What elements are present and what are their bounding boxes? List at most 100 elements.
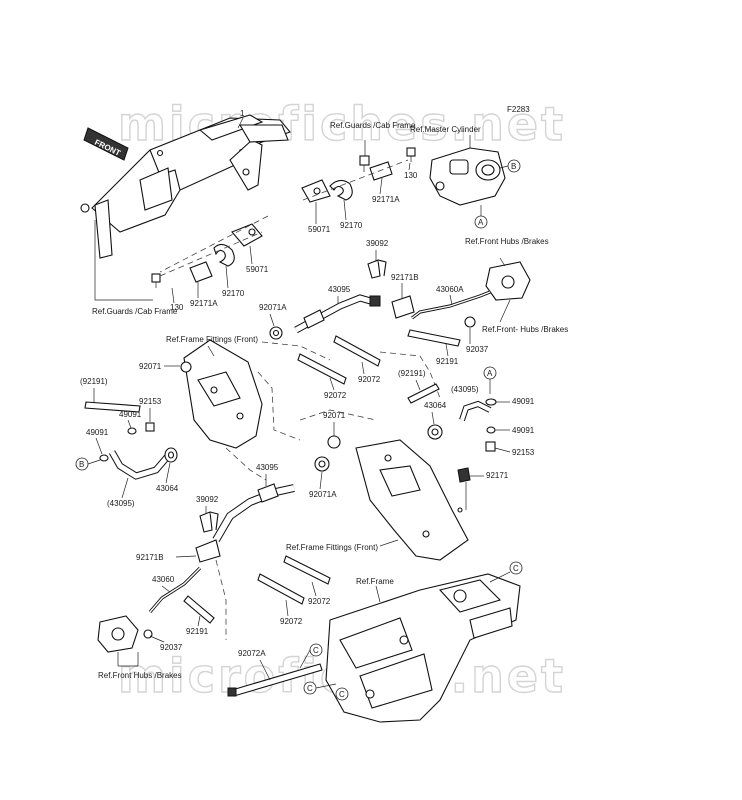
bolt-92037-top [464, 316, 476, 328]
plate-92171A-top [369, 161, 393, 181]
hose-43095-top [294, 294, 381, 334]
label-92037-top: 92037 [466, 345, 489, 354]
label-92191-right: (92191) [398, 369, 426, 378]
label-43064-left: 43064 [156, 484, 179, 493]
hose-43060-lower [148, 566, 202, 614]
label-43064-right: 43064 [424, 401, 447, 410]
label-92071-left: 92071 [139, 362, 162, 371]
union-92153-left [145, 422, 155, 432]
ref-front-hubs-brakes-b: Ref.Front- Hubs /Brakes [482, 325, 568, 334]
clip-39092-lower [199, 511, 219, 533]
sleeve-92191-right [407, 383, 440, 404]
label-92071A-top: 92071A [259, 303, 287, 312]
bolt-130-left [151, 273, 161, 288]
callout-c-bottom-label: C [339, 690, 345, 699]
label-130-right: 130 [404, 171, 418, 180]
label-49091-b: 49091 [86, 428, 109, 437]
washer-49091-d [486, 426, 496, 434]
label-49091-c: 49091 [512, 397, 535, 406]
grommet-92071-center [327, 435, 341, 449]
label-59071-top: 59071 [308, 225, 331, 234]
label-92072-d: 92072 [280, 617, 303, 626]
callout-c-right [509, 561, 523, 575]
label-92171-right: 92171 [486, 471, 509, 480]
bolt-92037-lower [143, 629, 153, 639]
label-92191-lower: 92191 [186, 627, 209, 636]
label-43060-lower: 43060 [152, 575, 175, 584]
callout-b-top-label: B [511, 162, 516, 171]
label-43095-left: (43095) [107, 499, 135, 508]
tie-92072-a [297, 353, 347, 385]
master-cylinder [429, 147, 506, 206]
front-arrow-tag: FRONT [83, 127, 129, 161]
grommet-92071-left [180, 361, 192, 373]
tie-92072A-long [227, 663, 323, 697]
label-49091-d: 49091 [512, 426, 535, 435]
clip-39092-top [367, 259, 387, 279]
bracket-92171B-lower [195, 539, 221, 563]
main-frame [325, 573, 521, 723]
washer-49091-a [127, 427, 137, 435]
hose-43095-lower [212, 483, 295, 543]
callout-c-low-label: C [307, 684, 313, 693]
grommet-92071A-top [269, 326, 283, 340]
ref-frame: Ref.Frame [356, 577, 394, 586]
callout-c-mid-label: C [313, 646, 319, 655]
label-92037-lower: 92037 [160, 643, 183, 652]
label-92072A-long: 92072A [238, 649, 266, 658]
plate-92171A-left [189, 261, 213, 283]
label-92171B-top: 92171B [391, 273, 419, 282]
label-39092-lower: 39092 [196, 495, 219, 504]
clamp-92170-left [213, 243, 235, 267]
sleeve-92191-left [84, 401, 141, 413]
label-92171A-top: 92171A [372, 195, 400, 204]
callout-b-left-label: B [79, 460, 84, 469]
label-43060A: 43060A [436, 285, 464, 294]
label-92072-c: 92072 [308, 597, 331, 606]
label-49091-a: 49091 [119, 410, 142, 419]
ref-frame-fittings-b: Ref.Frame Fittings (Front) [286, 543, 378, 552]
bolt-130-right [406, 147, 416, 162]
ref-front-hubs-brakes-a: Ref.Front Hubs /Brakes [465, 237, 549, 246]
label-92153-right: 92153 [512, 448, 535, 457]
label-92153-left: 92153 [139, 397, 162, 406]
hose-43095-left [108, 450, 171, 480]
label-92071-center: 92071 [323, 411, 346, 420]
grommet-43064-left [164, 447, 178, 463]
bracket-92171B-top [391, 295, 415, 319]
ref-frame-fittings-a: Ref.Frame Fittings (Front) [166, 335, 258, 344]
label-59071-left: 59071 [246, 265, 269, 274]
ref-guards-cab-frame-a: Ref.Guards /Cab Frame [92, 307, 178, 316]
ref-guards-cab-frame-b: Ref.Guards /Cab Frame [330, 121, 416, 130]
label-92191-top: 92191 [436, 357, 459, 366]
callout-c-right-label: C [513, 564, 519, 573]
label-92171B-lower: 92171B [136, 553, 164, 562]
label-39092-top: 39092 [366, 239, 389, 248]
label-92171A-left: 92171A [190, 299, 218, 308]
clamp-92170-top [329, 179, 353, 201]
clamp-59071-left [231, 223, 263, 247]
brake-caliper-right [485, 261, 531, 301]
tie-92072-b [333, 335, 381, 367]
hose-43060A [411, 290, 491, 320]
label-43095-right: (43095) [451, 385, 479, 394]
frame-fittings-bracket-left [183, 339, 263, 449]
tie-92072-c [283, 555, 331, 585]
diagram-id: F2283 [507, 105, 530, 114]
washer-49091-c [485, 398, 497, 406]
bolt-130-top [359, 155, 370, 172]
clip-92171-right [457, 467, 471, 483]
ref-master-cylinder: Ref.Master Cylinder [410, 125, 481, 134]
sleeve-92191-top [407, 329, 461, 347]
union-92153-right [485, 441, 496, 452]
frame-fittings-bracket-right [355, 439, 469, 561]
label-92072-b: 92072 [358, 375, 381, 384]
tie-92072-d [257, 573, 305, 605]
label-92191-left: (92191) [80, 377, 108, 386]
callout-a-right-label: A [487, 369, 493, 378]
guard-frame-bracket [80, 114, 291, 259]
label-130-left: 130 [170, 303, 184, 312]
label-92170-top: 92170 [340, 221, 363, 230]
label-43095-top: 43095 [328, 285, 351, 294]
